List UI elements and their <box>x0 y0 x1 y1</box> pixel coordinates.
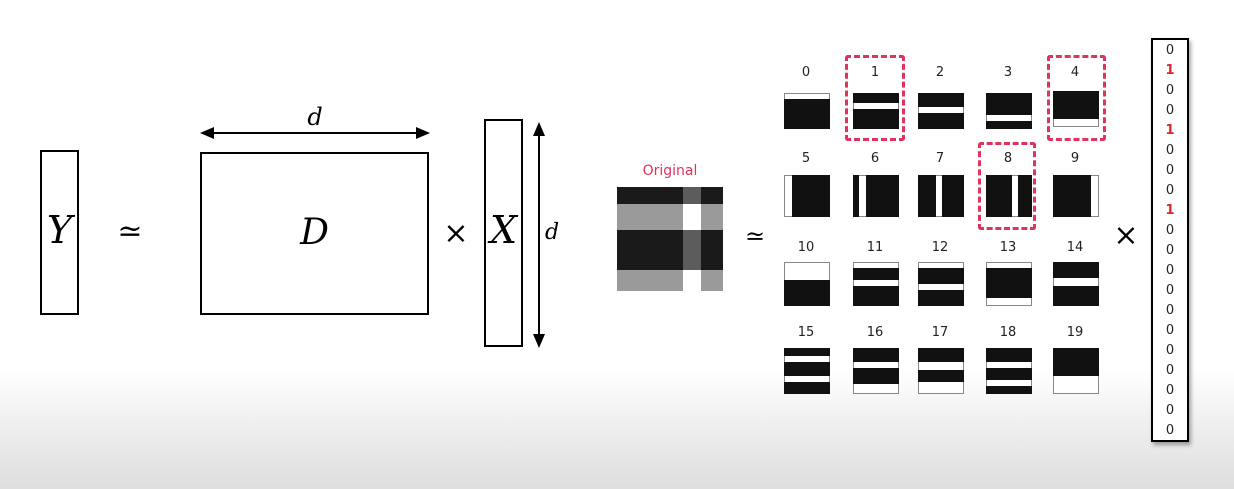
vector-entry: 0 <box>1165 423 1175 438</box>
atom-tile-6 <box>853 175 899 217</box>
atom-label-9: 9 <box>1070 151 1080 166</box>
atom-tile-15 <box>784 348 830 394</box>
vector-entry: 0 <box>1165 303 1175 318</box>
atom-label-5: 5 <box>801 151 811 166</box>
vector-entry: 0 <box>1165 403 1175 418</box>
vector-entry: 0 <box>1165 243 1175 258</box>
y-matrix <box>40 150 79 315</box>
atom-label-7: 7 <box>935 151 945 166</box>
atom-label-16: 16 <box>866 325 884 340</box>
height-arrow-top-head <box>533 122 545 136</box>
vector-entry-active: 1 <box>1165 203 1175 218</box>
height-arrow <box>538 130 540 338</box>
vector-entry: 0 <box>1165 223 1175 238</box>
vector-entry: 0 <box>1165 43 1175 58</box>
atom-tile-17 <box>918 348 964 394</box>
width-arrow-left-head <box>200 127 214 139</box>
atom-label-15: 15 <box>797 325 815 340</box>
vector-entry: 0 <box>1165 323 1175 338</box>
y-symbol: Y <box>46 208 73 252</box>
atom-tile-10 <box>784 262 830 306</box>
atom-tile-12 <box>918 262 964 306</box>
atom-tile-18 <box>986 348 1032 394</box>
atom-label-4: 4 <box>1070 65 1080 80</box>
atom-tile-16 <box>853 348 899 394</box>
atom-tile-5 <box>784 175 830 217</box>
height-label: d <box>544 220 560 245</box>
atom-label-11: 11 <box>866 240 884 255</box>
atom-label-1: 1 <box>870 65 880 80</box>
highlight-atom-1 <box>845 55 905 141</box>
height-arrow-bottom-head <box>533 334 545 348</box>
atom-label-19: 19 <box>1066 325 1084 340</box>
atom-label-12: 12 <box>931 240 949 255</box>
example-times-symbol: × <box>1113 218 1139 253</box>
atom-label-0: 0 <box>801 65 811 80</box>
vector-entry: 0 <box>1165 83 1175 98</box>
atom-tile-0 <box>784 93 830 129</box>
vector-entry: 0 <box>1165 343 1175 358</box>
atom-label-3: 3 <box>1003 65 1013 80</box>
atom-tile-19 <box>1053 348 1099 394</box>
highlight-atom-4 <box>1047 55 1106 141</box>
atom-tile-9 <box>1053 175 1099 217</box>
atom-label-8: 8 <box>1003 151 1013 166</box>
atom-tile-8 <box>986 175 1032 217</box>
vector-entry: 0 <box>1165 263 1175 278</box>
original-image <box>617 187 723 291</box>
atom-label-18: 18 <box>999 325 1017 340</box>
vector-entry: 0 <box>1165 283 1175 298</box>
original-label: Original <box>642 163 698 179</box>
atom-label-2: 2 <box>935 65 945 80</box>
width-arrow <box>208 132 420 134</box>
x-symbol: X <box>489 208 518 252</box>
times-symbol: × <box>443 216 469 251</box>
vector-entry: 0 <box>1165 163 1175 178</box>
vector-entry: 0 <box>1165 183 1175 198</box>
atom-tile-1 <box>853 93 899 129</box>
atom-label-6: 6 <box>870 151 880 166</box>
width-label: d <box>307 103 323 131</box>
atom-label-17: 17 <box>931 325 949 340</box>
atom-label-14: 14 <box>1066 240 1084 255</box>
highlight-atom-8 <box>978 142 1036 230</box>
vector-entry: 0 <box>1165 363 1175 378</box>
atom-tile-2 <box>918 93 964 129</box>
atom-label-13: 13 <box>999 240 1017 255</box>
atom-tile-7 <box>918 175 964 217</box>
vector-entry-active: 1 <box>1165 123 1175 138</box>
vector-entry: 0 <box>1165 383 1175 398</box>
atom-tile-11 <box>853 262 899 306</box>
atom-tile-13 <box>986 262 1032 306</box>
vector-entry: 0 <box>1165 143 1175 158</box>
vector-entry: 0 <box>1165 103 1175 118</box>
d-symbol: D <box>300 212 329 253</box>
atom-tile-3 <box>986 93 1032 129</box>
example-approx-symbol: ≃ <box>744 222 766 250</box>
atom-tile-4 <box>1053 91 1099 127</box>
vector-entry-active: 1 <box>1165 63 1175 78</box>
width-arrow-right-head <box>416 127 430 139</box>
x-matrix <box>484 119 523 347</box>
d-matrix <box>200 152 429 315</box>
atom-label-10: 10 <box>797 240 815 255</box>
sparse-code-vector: 0 1 0 0 1 0 0 0 1 0 0 0 0 0 0 0 0 0 0 0 <box>1151 38 1189 442</box>
atom-tile-14 <box>1053 262 1099 306</box>
approx-symbol: ≃ <box>117 214 143 249</box>
